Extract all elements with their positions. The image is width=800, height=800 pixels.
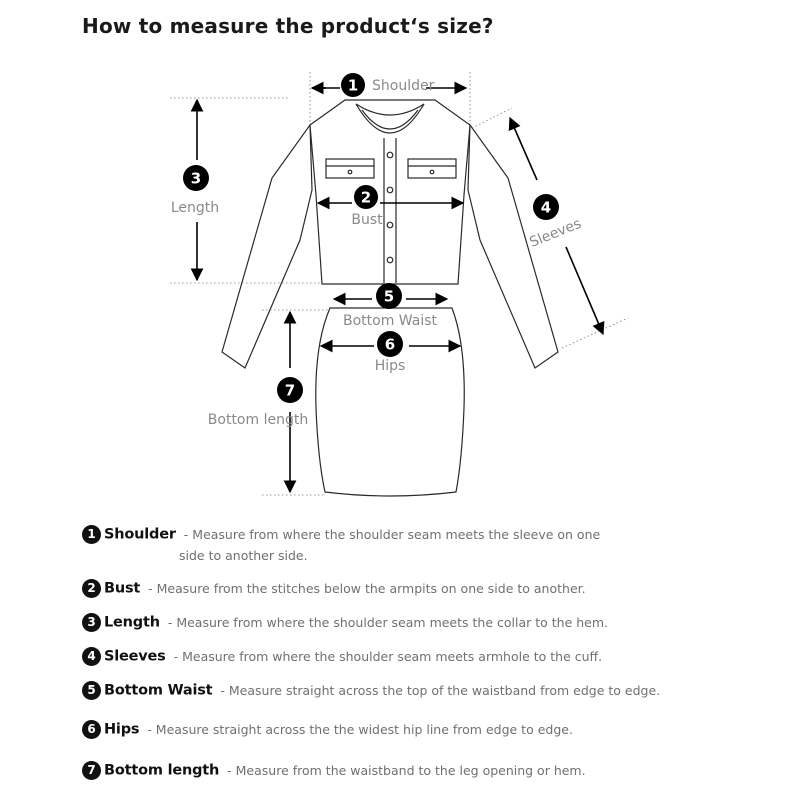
badge-hips [377, 331, 403, 357]
label-bust: Bust [351, 212, 383, 228]
skirt-illustration [315, 307, 465, 497]
badge-bottom-length-number: 7 [285, 382, 295, 400]
badge-length-number: 3 [191, 170, 201, 188]
legend-description: - Measure from the waistband to the leg … [227, 763, 586, 778]
legend-term: Shoulder [104, 526, 176, 543]
legend-description: - Measure straight across the top of the… [220, 683, 661, 698]
legend-description: - Measure from where the shoulder seam m… [183, 527, 601, 542]
legend-badge: 6 [82, 720, 101, 739]
label-bottom-waist: Bottom Waist [343, 313, 438, 329]
label-bottom-length: Bottom length [208, 412, 308, 428]
badge-bust-number: 2 [361, 189, 371, 207]
legend-term: Bottom length [104, 762, 220, 779]
legend-term: Sleeves [104, 648, 166, 665]
badge-bottom-waist [376, 283, 402, 309]
legend-description-continued: side to another side. [179, 548, 308, 563]
legend-badge: 5 [82, 681, 101, 700]
legend-badge: 4 [82, 647, 101, 666]
legend-term: Length [104, 614, 160, 631]
legend-term: Bottom Waist [104, 682, 213, 699]
legend-badge: 1 [82, 525, 101, 544]
label-shoulder: Shoulder [372, 78, 435, 94]
legend-description: - Measure from where the shoulder seam m… [173, 649, 603, 664]
measurement-diagram: 1 2 3 4 5 6 7 Shoulder Bust Length Sleev… [170, 72, 629, 497]
legend-badge: 3 [82, 613, 101, 632]
sleeves-arrow-down [565, 246, 605, 336]
badge-hips-number: 6 [385, 336, 395, 354]
legend-description: - Measure from where the shoulder seam m… [167, 615, 609, 630]
legend-description: - Measure straight across the the widest… [147, 722, 573, 737]
label-hips: Hips [375, 358, 406, 374]
legend-badge: 2 [82, 579, 101, 598]
legend-description: - Measure from the stitches below the ar… [148, 581, 586, 596]
page-title: How to measure the product‘s size? [82, 14, 494, 38]
legend-badge: 7 [82, 761, 101, 780]
label-sleeves: Sleeves [527, 216, 583, 251]
jacket-illustration [221, 99, 559, 369]
badge-sleeves [533, 194, 559, 220]
badge-bottom-waist-number: 5 [384, 288, 394, 306]
badge-shoulder-number: 1 [348, 77, 358, 95]
badge-sleeves-number: 4 [541, 199, 551, 217]
sleeves-arrow-up [508, 116, 538, 181]
legend-term: Hips [104, 721, 140, 738]
measure-arrows [190, 81, 605, 494]
number-badges: 1 2 3 4 5 6 7 [183, 73, 559, 403]
badge-length [183, 165, 209, 191]
legend-term: Bust [104, 580, 141, 597]
badge-bust [354, 185, 378, 209]
badge-bottom-length [277, 377, 303, 403]
badge-shoulder [341, 73, 365, 97]
label-length: Length [171, 200, 219, 216]
